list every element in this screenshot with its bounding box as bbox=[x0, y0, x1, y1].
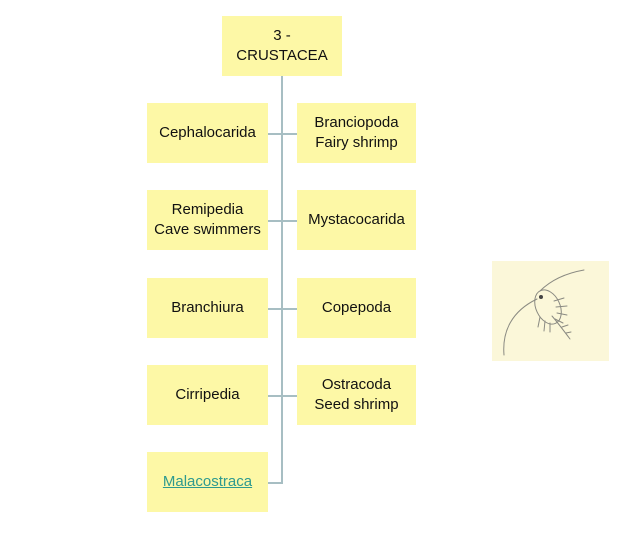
node-label: Mystacocarida bbox=[308, 211, 405, 228]
connector bbox=[268, 482, 283, 484]
malacostraca-link[interactable]: Malacostraca bbox=[162, 473, 253, 490]
connector bbox=[268, 308, 297, 310]
node-label: Cephalocarida bbox=[159, 124, 256, 141]
root-line1: 3 - bbox=[273, 27, 291, 44]
copepod-illustration bbox=[492, 261, 609, 361]
root-line2: CRUSTACEA bbox=[236, 47, 328, 64]
connector bbox=[268, 220, 297, 222]
node-sublabel: Cave swimmers bbox=[154, 221, 261, 238]
node-label: Cirripedia bbox=[175, 386, 240, 403]
root-node: 3 - CRUSTACEA bbox=[222, 16, 342, 76]
node-label: Branciopoda bbox=[314, 114, 399, 131]
node-mystacocarida: Mystacocarida bbox=[297, 190, 416, 250]
node-cephalocarida: Cephalocarida bbox=[147, 103, 268, 163]
node-label: Ostracoda bbox=[321, 376, 392, 393]
node-sublabel: Fairy shrimp bbox=[315, 134, 398, 151]
node-malacostraca[interactable]: Malacostraca bbox=[147, 452, 268, 512]
node-label: Copepoda bbox=[321, 299, 392, 316]
node-cirripedia: Cirripedia bbox=[147, 365, 268, 425]
node-label: Remipedia bbox=[171, 201, 244, 218]
node-label: Branchiura bbox=[171, 299, 244, 316]
trunk-line bbox=[281, 76, 283, 484]
connector bbox=[268, 133, 297, 135]
connector bbox=[268, 395, 297, 397]
node-copepoda: Copepoda bbox=[297, 278, 416, 338]
node-sublabel: Seed shrimp bbox=[314, 396, 399, 413]
node-branchiura: Branchiura bbox=[147, 278, 268, 338]
